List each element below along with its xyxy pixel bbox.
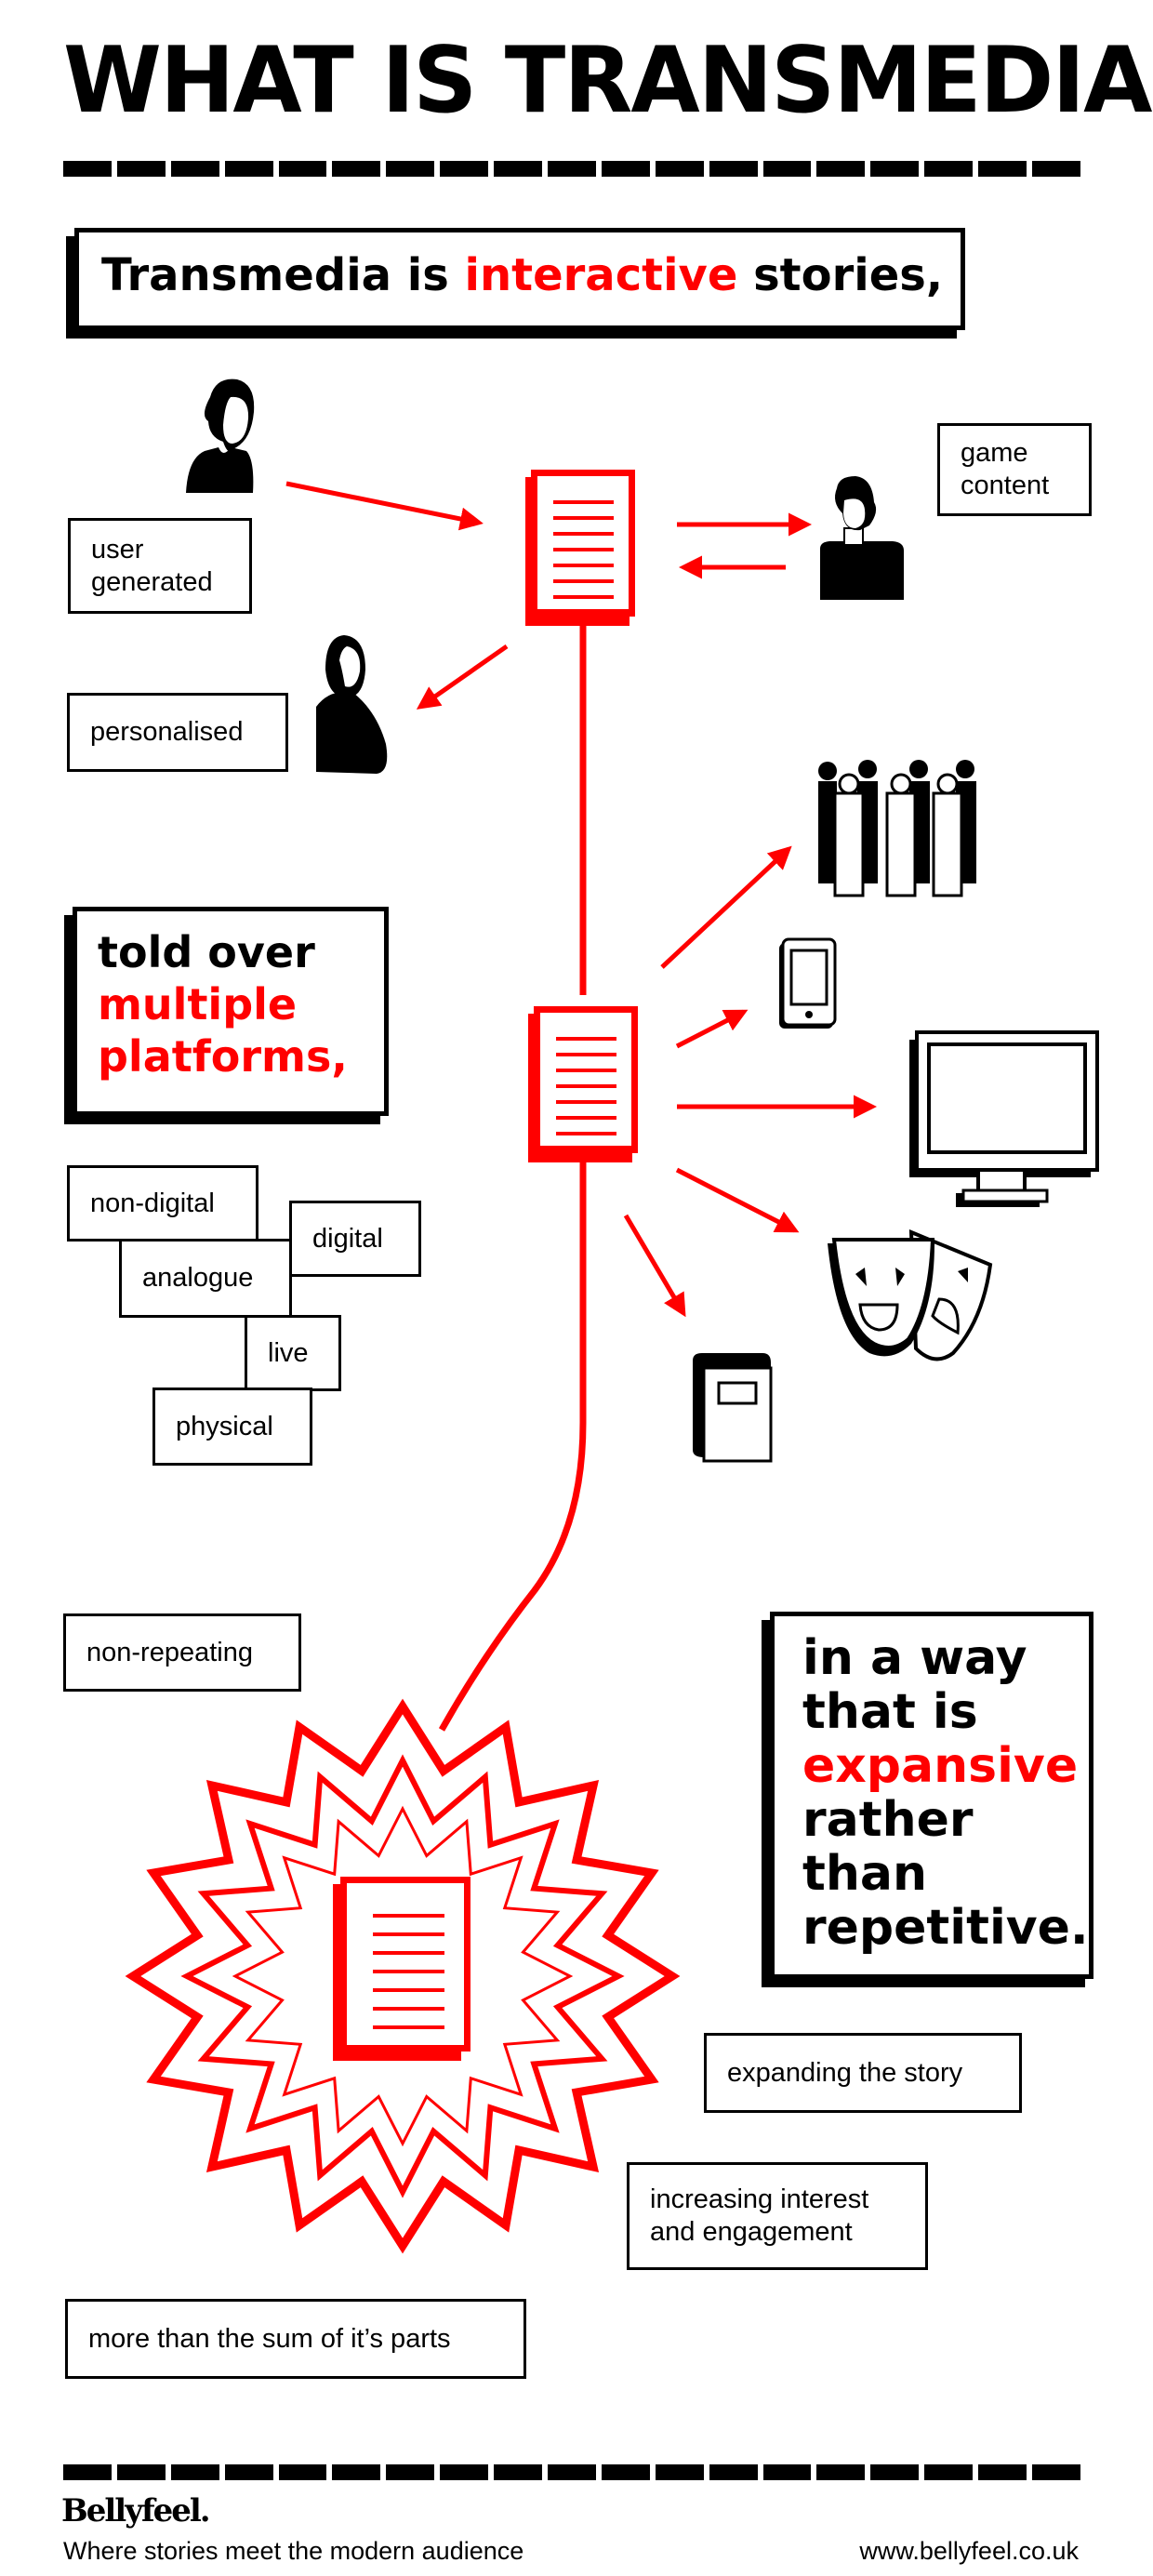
document-icon [333,1877,470,2061]
headline-interactive-box: Transmedia is interactive stories, [74,228,965,330]
label-live: live [245,1315,341,1391]
headline-line: that is [802,1684,978,1740]
label-personalised: personalised [67,693,288,772]
label-line: user [91,534,144,564]
starburst-ring [232,1805,574,2147]
headline-highlight: multiple [98,979,298,1029]
label-line: increasing interest [650,2184,869,2214]
divider-top [63,161,1080,177]
crowd-icon [818,760,976,897]
label-digital: digital [289,1201,421,1277]
headline-highlight: expansive [802,1738,1079,1794]
arrow-story-to-personal [416,644,509,710]
headline-line: than [802,1846,927,1902]
label-line: and engagement [650,2217,853,2247]
headline-line: rather [802,1792,974,1848]
brand-logo: Bellyfeel. [61,2492,211,2530]
label-line: content [961,471,1050,500]
story-spine [438,618,587,1732]
label-more-than-sum: more than the sum of it’s parts [65,2299,526,2379]
starburst-ring [180,1754,625,2198]
headline-interactive: Transmedia is interactive stories, [79,232,961,301]
headline-highlight: platforms, [98,1031,348,1082]
document-icon [525,470,635,626]
label-physical: physical [152,1388,312,1466]
starburst-ring [125,1698,681,2254]
smartphone-icon [779,937,837,1029]
divider-bottom [63,2464,1080,2480]
label-non-repeating: non-repeating [63,1613,301,1692]
headline-text: Transmedia is [101,249,465,301]
theatre-masks-icon [828,1228,993,1361]
footer-tagline: Where stories meet the modern audience [63,2537,524,2565]
document-icon [528,1006,638,1162]
headline-expansive-box: in a way that is expansive rather than r… [770,1612,1093,1979]
label-expanding-story: expanding the story [704,2033,1022,2113]
label-game-content: game content [937,423,1092,516]
page-title: WHAT IS TRANSMEDIA? [63,28,1153,134]
book-icon [693,1353,773,1463]
headline-highlight: interactive [464,249,738,301]
headline-platforms: told over multiple platforms, [77,911,384,1082]
headline-line: told over [98,927,315,977]
person-icon [316,635,388,774]
headline-text: stories, [737,249,944,301]
arrow-user-to-story [285,481,484,531]
label-non-digital: non-digital [67,1165,258,1242]
headline-line: repetitive. [802,1900,1089,1956]
monitor-icon [909,1030,1099,1207]
woman-icon [186,378,255,493]
arrow-to-crowd [660,845,792,969]
man-icon [820,476,904,600]
headline-expansive: in a way that is expansive rather than r… [775,1616,1089,1955]
arrow-to-theatre [675,1167,800,1233]
label-line: game [961,438,1028,468]
label-line: generated [91,566,213,597]
headline-line: in a way [802,1630,1027,1686]
label-analogue: analogue [119,1239,292,1318]
footer-url-link[interactable]: www.bellyfeel.co.uk [859,2537,1079,2565]
starburst-rings [125,1698,681,2254]
arrow-to-phone [675,1009,749,1049]
headline-platforms-box: told over multiple platforms, [73,907,389,1116]
arrow-to-book [623,1214,686,1318]
